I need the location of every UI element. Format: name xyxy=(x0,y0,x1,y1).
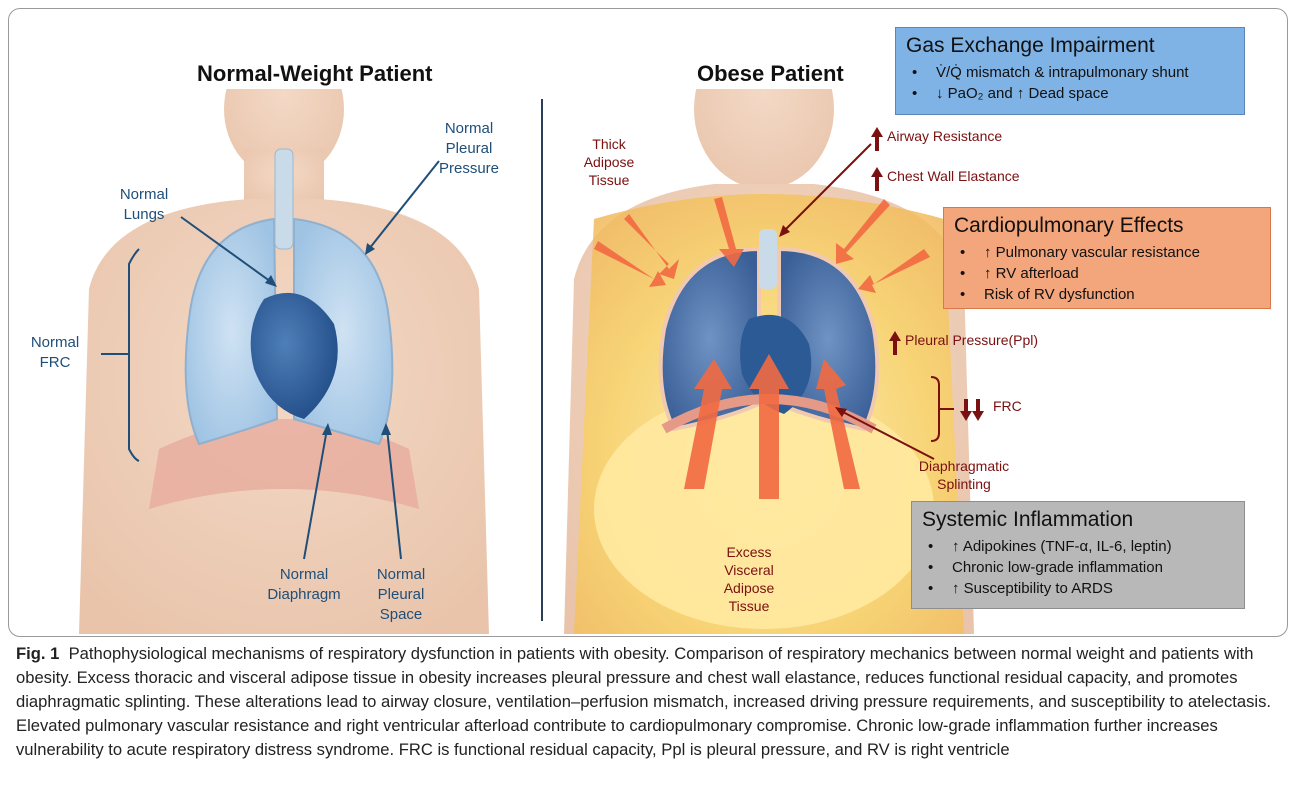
figure-caption: Fig. 1 Pathophysiological mechanisms of … xyxy=(16,642,1278,762)
cardiopulmonary-box: Cardiopulmonary Effects ↑ Pulmonary vasc… xyxy=(943,207,1271,309)
systemic-item: Chronic low-grade inflammation xyxy=(922,557,1234,578)
caption-label: Fig. 1 xyxy=(16,644,59,663)
cardiopulmonary-item: Risk of RV dysfunction xyxy=(954,284,1260,305)
cardiopulmonary-item: ↑ RV afterload xyxy=(954,263,1260,284)
cardiopulmonary-item: ↑ Pulmonary vascular resistance xyxy=(954,242,1260,263)
gas-exchange-item: V̇/Q̇ mismatch & intrapulmonary shunt xyxy=(906,62,1234,83)
systemic-inflammation-title: Systemic Inflammation xyxy=(922,508,1234,532)
gas-exchange-item: ↓ PaO₂ and ↑ Dead space xyxy=(906,83,1234,104)
figure-frame: Normal-Weight Patient Normal Lungs Norma… xyxy=(8,8,1288,637)
cardiopulmonary-title: Cardiopulmonary Effects xyxy=(954,214,1260,238)
systemic-item: ↑ Adipokines (TNF-α, IL-6, leptin) xyxy=(922,536,1234,557)
systemic-item: ↑ Susceptibility to ARDS xyxy=(922,578,1234,599)
gas-exchange-title: Gas Exchange Impairment xyxy=(906,34,1234,58)
caption-text: Pathophysiological mechanisms of respira… xyxy=(16,644,1271,759)
gas-exchange-box: Gas Exchange Impairment V̇/Q̇ mismatch &… xyxy=(895,27,1245,115)
systemic-inflammation-box: Systemic Inflammation ↑ Adipokines (TNF-… xyxy=(911,501,1245,609)
